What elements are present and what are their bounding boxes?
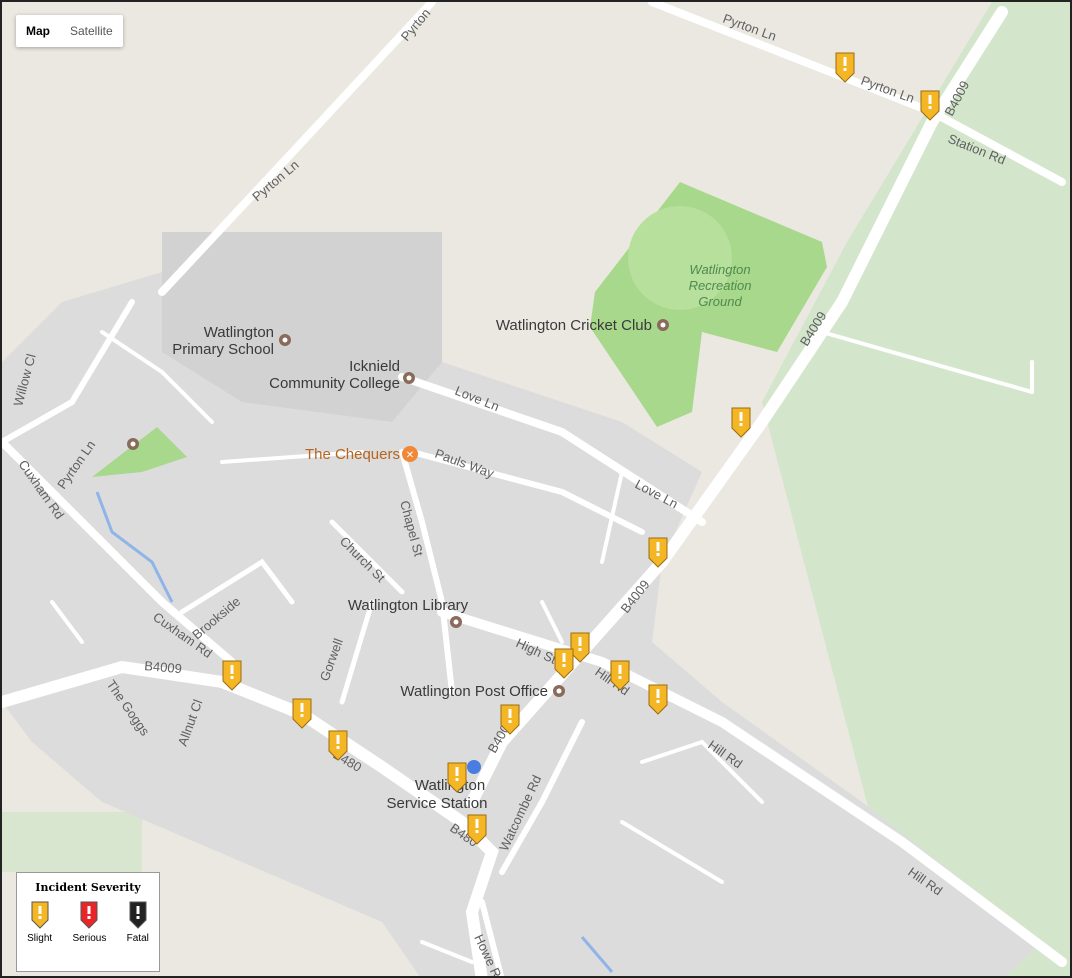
- marker-slight-icon: [31, 901, 49, 929]
- fuel-station-icon[interactable]: [467, 760, 481, 774]
- urban-area: [2, 232, 1042, 976]
- poi-label-cricket-club: Watlington Cricket Club: [496, 317, 652, 334]
- poi-label-rec-ground: Watlington: [689, 262, 750, 277]
- legend-items: Slight Serious Fatal: [17, 900, 159, 944]
- poi-label-rec-ground: Recreation: [689, 278, 752, 293]
- school-icon-dot: [282, 337, 288, 343]
- map-type-control: Map Satellite: [16, 15, 123, 47]
- small-park: [92, 427, 187, 477]
- restaurant-icon[interactable]: [402, 446, 418, 462]
- incident-marker-slight[interactable]: [648, 684, 668, 715]
- legend-label: Fatal: [126, 933, 149, 944]
- street-label: B4009: [144, 658, 183, 676]
- stream: [95, 491, 174, 603]
- map-type-map-button[interactable]: Map: [26, 24, 50, 38]
- post-office-icon-dot: [556, 688, 562, 694]
- incident-markers[interactable]: [222, 52, 940, 845]
- legend-title: Incident Severity: [35, 881, 141, 894]
- incident-marker-slight[interactable]: [920, 90, 940, 121]
- incident-marker-slight[interactable]: [835, 52, 855, 83]
- incident-marker-slight[interactable]: [292, 698, 312, 729]
- poi-label-library: Watlington Library: [348, 597, 469, 614]
- incident-marker-slight[interactable]: [731, 407, 751, 438]
- poi-label-primary-school: Primary School: [172, 341, 274, 358]
- incident-marker-slight[interactable]: [648, 537, 668, 568]
- legend-item-fatal: Fatal: [127, 900, 149, 944]
- incident-marker-slight[interactable]: [328, 730, 348, 761]
- legend-item-serious: Serious: [72, 900, 106, 944]
- poi-label-college: Icknield: [349, 358, 400, 375]
- school-grounds: [162, 232, 442, 422]
- incident-marker-slight[interactable]: [467, 814, 487, 845]
- farmland-east: [762, 2, 1070, 976]
- legend-item-slight: Slight: [27, 900, 52, 944]
- marker-serious-icon: [80, 901, 98, 929]
- incident-marker-slight[interactable]: [447, 762, 467, 793]
- restaurant-icon-glyph: ✕: [406, 450, 414, 461]
- poi-label-chequers: The Chequers: [305, 446, 400, 463]
- school-icon-dot: [406, 375, 412, 381]
- incident-marker-slight[interactable]: [554, 648, 574, 679]
- legend-label: Serious: [72, 933, 107, 944]
- legend: Incident Severity Slight Serious Fatal: [16, 872, 160, 972]
- legend-label: Slight: [27, 933, 53, 944]
- sports-icon-dot: [660, 322, 666, 328]
- map-type-satellite-button[interactable]: Satellite: [70, 24, 113, 38]
- cricket-pitch: [628, 206, 732, 310]
- poi-label-primary-school: Watlington: [204, 324, 274, 341]
- poi-label-post-office: Watlington Post Office: [400, 683, 548, 700]
- marker-fatal-icon: [129, 901, 147, 929]
- poi-label-service-station: Service Station: [387, 795, 488, 812]
- poi-label-college: Community College: [269, 375, 400, 392]
- poi-label-rec-ground: Ground: [698, 294, 742, 309]
- stream-south: [580, 936, 614, 973]
- poi-layer: Watlington Primary School Icknield Commu…: [127, 262, 751, 812]
- incident-marker-slight[interactable]: [610, 660, 630, 691]
- library-icon-dot: [453, 619, 459, 625]
- incident-marker-slight[interactable]: [222, 660, 242, 691]
- farmland-sw: [2, 812, 142, 872]
- worship-icon-dot: [130, 441, 136, 447]
- incident-marker-slight[interactable]: [500, 704, 520, 735]
